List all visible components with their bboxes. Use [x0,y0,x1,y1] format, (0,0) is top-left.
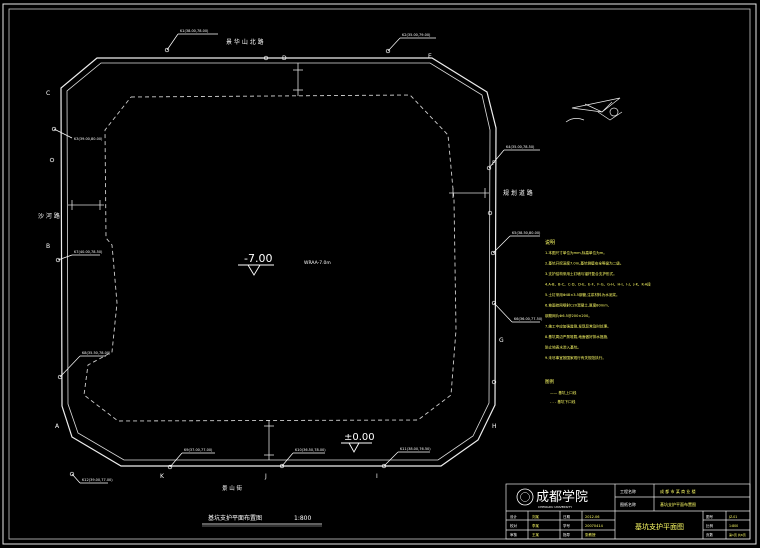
corner-labels: A B C D E F G H I J K [46,53,504,480]
point-label: K4(35.00,78.50) [506,145,535,149]
cell-value: 王某 [532,532,540,537]
legend-heading: 图例 [545,378,554,385]
point-label: K9(37.00,77.00) [184,448,213,452]
note-line: 6.坡面挂网喷射C20混凝土,厚度80mm, [545,303,609,308]
note-line: 5.土钉采用Φ48×3.5钢管,注浆材料为水泥浆。 [545,292,620,297]
ground-elevation-marker: ±0.00 [341,432,375,453]
dimension-marks [68,63,489,460]
outer-frame [2,3,757,545]
pit-top-outline [60,57,497,467]
corner-i: I [376,473,378,480]
side-label: 页数 [706,532,714,537]
corner-b: B [46,243,50,250]
school-logo-icon [516,488,534,506]
plan-title-text: 基坑支护平面布置图 [208,514,262,522]
point-label: K11(38.00,76.50) [400,447,431,451]
cell-label: 指导 [563,532,571,537]
center-elevation-marker: -7.00 WRAA-7.0m [238,252,331,276]
corner-d: D [282,55,287,62]
point-label: K3(39.00,80.00) [74,137,103,141]
note-line: 4.A-B、B-C、C-D、D-E、E-F、F-G、G-H、H-I、I-J、J-… [545,282,651,287]
school-sub: CHENGDU UNIVERSITY [538,505,572,509]
point-label: K1(38.00,78.00) [180,29,209,33]
side-value: 第1页 共6页 [729,532,746,537]
drawing-name: 基坑支护平面图 [635,522,684,531]
legend-line: —— 基坑上口线 [550,390,577,395]
corner-g: G [499,337,504,344]
point-label: K6(36.00,77.50) [514,317,543,321]
pit-top-outline-inner [66,62,491,461]
point-label: K2(35.00,79.00) [402,33,431,37]
pit-bottom-outline [83,94,457,422]
svg-text:沙 河 路: 沙 河 路 [38,212,60,220]
notes-block: 说明 1.本图尺寸单位为mm,标高单位为m。 2.基坑开挖深度7.0m,基坑侧壁安… [545,239,651,404]
survey-points [49,33,540,484]
road-left-label: 沙 河 路 [38,212,60,220]
north-arrow-icon [565,97,623,123]
notes-heading: 说明 [545,239,555,246]
note-line: 2.基坑开挖深度7.0m,基坑侧壁安全等级为二级。 [545,261,623,266]
notes-lines: 1.本图尺寸单位为mm,标高单位为m。 2.基坑开挖深度7.0m,基坑侧壁安全等级… [545,250,651,360]
note-line: 1.本图尺寸单位为mm,标高单位为m。 [545,250,607,255]
corner-h: H [492,423,497,430]
cell-value: 张教授 [585,532,596,537]
survey-point-labels: K1(38.00,78.00) K2(35.00,79.00) K3(39.00… [74,29,543,482]
cell-value: 刘某 [532,514,540,519]
corner-f: F [492,160,496,167]
corner-c: C [46,90,50,97]
legend-line: - - - 基坑下口线 [550,399,576,404]
svg-text:规 划 道 路: 规 划 道 路 [503,189,533,197]
project-label: 工程名称 [620,488,636,494]
inner-frame [8,8,751,540]
corner-a: A [55,423,60,430]
corner-k: K [160,473,165,480]
cell-value: 2012.06 [585,515,599,519]
cell-label: 审核 [510,532,518,537]
sheet-value: 基坑支护平面布置图 [660,501,696,507]
sheet-label: 图纸名称 [620,501,636,507]
legend-lines: —— 基坑上口线 - - - 基坑下口线 [550,390,577,404]
cell-label: 日期 [563,514,571,519]
point-label: K10(36.50,78.00) [295,448,326,452]
note-line: 钢筋网片Φ6.5@200×200。 [545,313,592,318]
side-label: 图号 [706,514,714,519]
center-note: WRAA-7.0m [304,260,331,266]
point-label: K12(39.00,77.00) [82,478,113,482]
project-value: 成 都 市 某 商 业 楼 [660,488,696,494]
ground-elevation: ±0.00 [344,432,375,443]
note-line: 7.施工中应加强监测,发现异常及时处理。 [545,324,611,329]
point-label: K8(35.50,78.00) [82,351,111,355]
cell-label: 校对 [510,523,518,528]
note-line: 8.基坑周边严禁堆载,地面做好排水措施, [545,334,608,339]
title-block-text: 成都学院 CHENGDU UNIVERSITY 工程名称 成 都 市 某 商 业… [510,488,746,537]
corner-e: E [428,53,432,60]
point-label: K5(38.50,80.00) [512,231,541,235]
center-elevation: -7.00 [244,252,272,265]
point-label: K7(40.00,78.50) [74,250,103,254]
plan-scale: 1:800 [294,515,311,522]
road-top-label: 景 华 山 北 路 [226,38,264,46]
title-block [505,483,751,540]
road-right-label: 规 划 道 路 [503,189,533,197]
plan-title: 基坑支护平面布置图 1:800 [202,514,322,527]
note-line: 9.未尽事宜按国家现行有关规范执行。 [545,355,606,360]
side-label: 比例 [706,523,714,528]
corner-j: J [264,473,267,480]
cell-label: 学号 [563,523,571,528]
note-line: 防止地表水渗入基坑。 [545,345,581,350]
cell-value: 20070414 [585,524,604,528]
note-line: 3.支护结构采用土钉墙与锚杆复合支护形式。 [545,271,617,276]
side-value: 1:800 [729,524,738,528]
cell-value: 李某 [532,523,540,528]
cell-label: 设计 [510,514,518,519]
road-bottom-label: 景 山 街 [222,484,242,492]
school-name: 成都学院 [536,489,588,505]
side-value: JZ-01 [728,515,737,519]
